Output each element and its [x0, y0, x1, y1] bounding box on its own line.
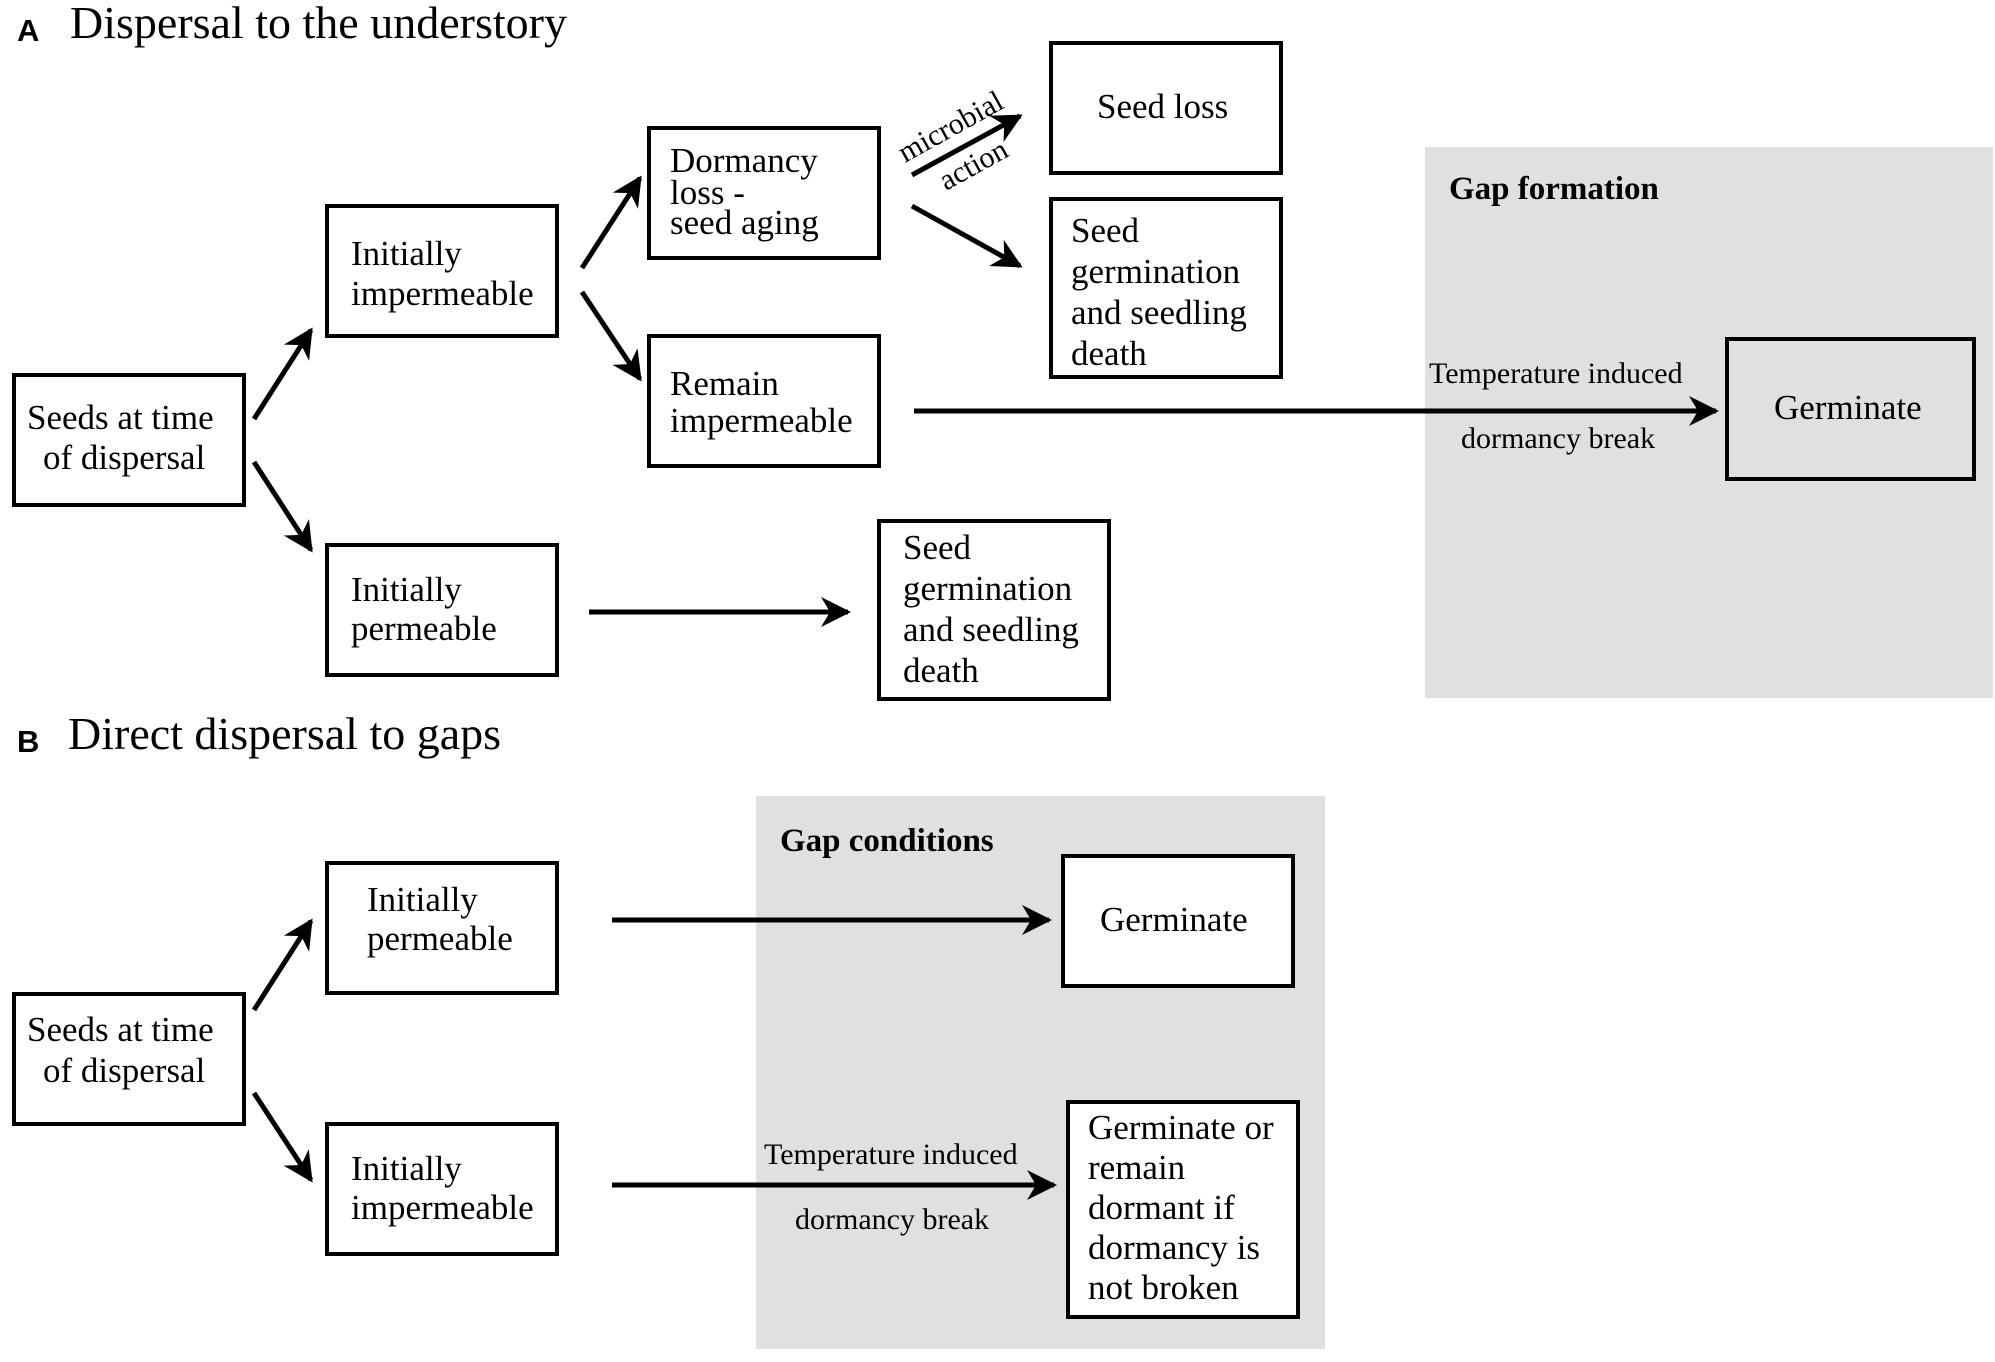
box-text-line: Germinate [1774, 388, 1922, 427]
a-germination-death-upper-box: Seed germination and seedling death [1049, 197, 1283, 379]
remain-impermeable-box: Remain impermeable [647, 334, 881, 468]
arrow-impermeable-to-dormancy-loss [579, 175, 643, 270]
box-text-line: permeable [367, 919, 513, 958]
box-text-line: Seed [1071, 211, 1140, 250]
box-text-line: Germinate or [1088, 1108, 1274, 1147]
box-text-line: Initially [367, 880, 478, 919]
a-initially-impermeable-box: Initially impermeable [325, 204, 559, 338]
gap-formation-title: Gap formation [1449, 171, 1659, 207]
box-text-line: Initially [351, 570, 462, 609]
a-germination-death-lower-box: Seed germination and seedling death [877, 519, 1111, 701]
arrow-dormancy-loss-to-seed-loss [910, 113, 1023, 178]
b-initially-impermeable-box: Initially impermeable [325, 1122, 559, 1256]
box-text-line: death [1071, 334, 1147, 373]
arrow-seeds-to-impermeable-b [251, 1091, 314, 1183]
box-text-line: of dispersal [43, 438, 206, 477]
box-text-line: dormant if [1088, 1188, 1235, 1227]
a-seeds-at-dispersal-box: Seeds at time of dispersal [12, 373, 246, 507]
gap-conditions-title: Gap conditions [780, 823, 994, 859]
panel-a-letter: A [17, 13, 39, 48]
box-text-line: of dispersal [43, 1051, 206, 1090]
box-text-line: permeable [351, 609, 497, 648]
box-text-line: and seedling [1071, 293, 1247, 332]
b-germinate-box: Germinate [1061, 854, 1295, 988]
box-text-line: not broken [1088, 1268, 1239, 1307]
a-initially-permeable-box: Initially permeable [325, 543, 559, 677]
box-text-line: Seed loss [1097, 87, 1228, 126]
box-text-line: impermeable [351, 1188, 534, 1227]
box-text-line: impermeable [670, 401, 853, 440]
box-text-line: Germinate [1100, 900, 1248, 939]
panel-a-title: Dispersal to the understory [70, 0, 567, 48]
box-text-line: impermeable [351, 274, 534, 313]
b-seeds-at-dispersal-box: Seeds at time of dispersal [12, 992, 246, 1126]
box-text-line: Seed [903, 528, 972, 567]
box-text-line: Seeds at time [27, 1010, 214, 1049]
b-initially-permeable-box: Initially permeable [325, 861, 559, 995]
box-text-line: and seedling [903, 610, 1079, 649]
box-text-line: Remain [670, 364, 779, 403]
b-germinate-or-dormant-box: Germinate or remain dormant if dormancy … [1066, 1100, 1300, 1319]
label-temperature-a: Temperature induced [1429, 357, 1683, 390]
dormancy-loss-box: Dormancy loss - seed aging [647, 126, 881, 260]
box-text-line: germination [1071, 252, 1240, 291]
box-text-line: dormancy is [1088, 1228, 1260, 1267]
box-text-line: Seeds at time [27, 398, 214, 437]
arrow-dormancy-loss-to-germination [910, 203, 1023, 269]
box-text-line: death [903, 651, 979, 690]
panel-b-letter: B [17, 724, 39, 759]
arrow-impermeable-to-remain [579, 290, 643, 382]
box-text-line: Dormancy [670, 141, 818, 180]
seed-loss-box: Seed loss [1049, 41, 1283, 175]
arrow-seeds-to-permeable-a [251, 460, 314, 553]
arrow-seeds-to-impermeable-a [251, 327, 314, 421]
box-text-line: remain [1088, 1148, 1185, 1187]
arrow-seeds-to-permeable-b [251, 918, 314, 1012]
label-dormancy-break-a: dormancy break [1461, 422, 1655, 455]
label-temperature-b: Temperature induced [764, 1138, 1018, 1171]
box-text-line: Initially [351, 1149, 462, 1188]
box-text-line: seed aging [670, 203, 819, 242]
box-text-line: germination [903, 569, 1072, 608]
panel-b-title: Direct dispersal to gaps [68, 708, 501, 759]
box-text-line: Initially [351, 234, 462, 273]
label-dormancy-break-b: dormancy break [795, 1203, 989, 1236]
a-germinate-box: Germinate [1725, 337, 1976, 481]
box-text-line: loss - [670, 173, 745, 212]
